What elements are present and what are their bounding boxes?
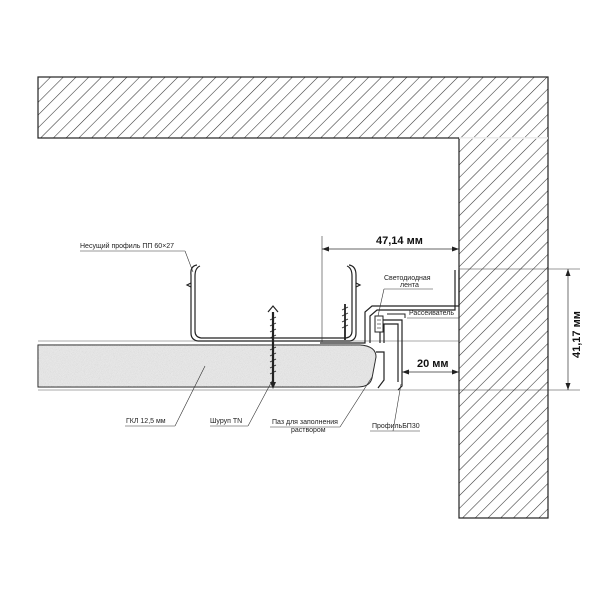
callout-groove: Паз для заполнения раствором <box>270 376 373 434</box>
callout-screw: Шуруп TN <box>210 380 273 427</box>
gap-dimension-label: 20 мм <box>417 358 449 370</box>
callout-gkl: ГКЛ 12,5 мм <box>125 365 206 427</box>
diffuser <box>387 313 406 318</box>
dimension-width: 47,14 мм <box>321 235 459 342</box>
groove-label-line1: Паз для заполнения <box>272 419 338 426</box>
led-label-line1: Светодиодная <box>384 275 431 282</box>
groove-label-line2: раствором <box>291 427 326 434</box>
screw-label: Шуруп TN <box>210 418 242 425</box>
callout-diffuser: Рассеиватель <box>407 310 459 319</box>
gypsum-board <box>37 344 377 388</box>
ceiling-slab <box>37 76 549 139</box>
height-dimension-label: 41,17 мм <box>571 311 583 358</box>
screw-profile <box>341 304 349 340</box>
led-label-line2: лента <box>400 282 419 289</box>
dimension-gap: 20 мм <box>402 358 459 375</box>
callout-led: Светодиодная лента <box>377 275 433 317</box>
wall <box>458 137 549 519</box>
profile-label: Несущий профиль ПП 60×27 <box>80 242 174 250</box>
gkl-label: ГКЛ 12,5 мм <box>126 418 166 425</box>
diffuser-label: Рассеиватель <box>409 310 454 317</box>
callout-profile: Несущий профиль ПП 60×27 <box>80 242 194 273</box>
width-dimension-label: 47,14 мм <box>376 235 423 247</box>
dimension-height: 41,17 мм <box>459 268 583 391</box>
screw <box>267 305 279 389</box>
profile-bp-label: ПрофильБП30 <box>372 423 420 430</box>
callout-profile-bp: ПрофильБП30 <box>370 383 420 432</box>
led-strip <box>374 315 384 333</box>
